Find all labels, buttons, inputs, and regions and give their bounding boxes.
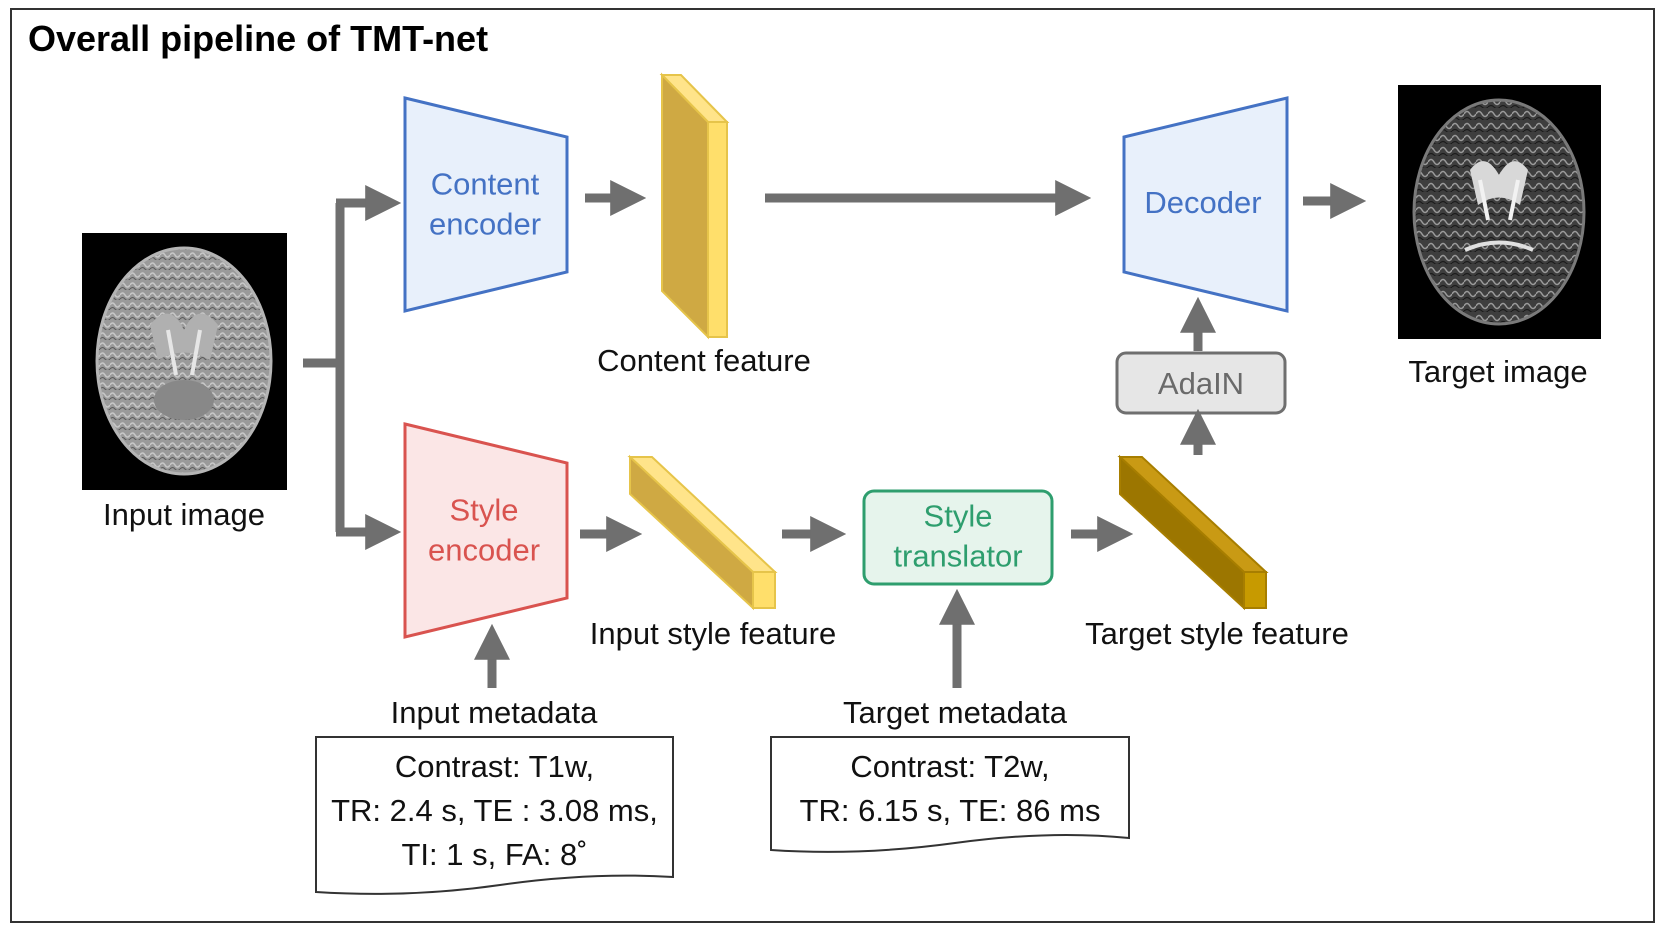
figure-frame [10,8,1655,923]
style-encoder-block [403,422,569,639]
decoder-block [1122,96,1289,313]
content-encoder-block [403,96,569,313]
input-image [82,233,287,490]
input-image-label: Input image [103,497,265,532]
input-metadata-line3: TI: 1 s, FA: 8˚ [401,837,588,873]
input-metadata-line1: Contrast: T1w, [394,749,595,784]
input-metadata-line2: TR: 2.4 s, TE : 3.08 ms, [331,793,658,829]
content-encoder-label: Content encoder [429,165,541,246]
style-translator-block [862,489,1054,586]
target-metadata-text: Contrast: T2w, TR: 6.15 s, TE: 86 ms [771,745,1129,833]
adain-label: AdaIN [1157,365,1245,401]
pipeline-arrows [303,180,1367,688]
target-image [1398,85,1601,339]
style-encoder-label: Style encoder [428,491,540,572]
input-metadata-label: Input metadata [390,695,598,730]
target-style-feature-label: Target style feature [1085,616,1349,651]
style-translator-label-line1: Style [923,498,993,534]
target-image-label: Target image [1408,354,1588,389]
target-metadata-line1: Contrast: T2w, [850,749,1050,784]
input-style-feature-shape [627,454,778,611]
content-feature-label: Content feature [597,343,811,378]
content-encoder-label-line1: Content [430,166,540,202]
target-metadata-document [770,736,1130,853]
split-connector [303,203,345,368]
input-style-feature-label: Input style feature [589,616,837,651]
style-encoder-label-line1: Style [449,492,519,528]
target-metadata-label: Target metadata [842,695,1068,730]
content-feature-shape [659,72,730,340]
target-metadata-line2: TR: 6.15 s, TE: 86 ms [799,793,1101,829]
decoder-label: Decoder [1144,184,1262,220]
style-translator-label: Style translator [893,497,1022,578]
input-metadata-text: Contrast: T1w, TR: 2.4 s, TE : 3.08 ms, … [316,745,673,877]
figure-title: Overall pipeline of TMT-net [28,18,489,59]
content-encoder-label-line2: encoder [428,207,542,242]
style-translator-label-line2: translator [893,539,1023,574]
target-style-feature-shape [1117,454,1269,611]
input-metadata-document [315,736,674,895]
style-encoder-label-line2: encoder [427,533,541,568]
